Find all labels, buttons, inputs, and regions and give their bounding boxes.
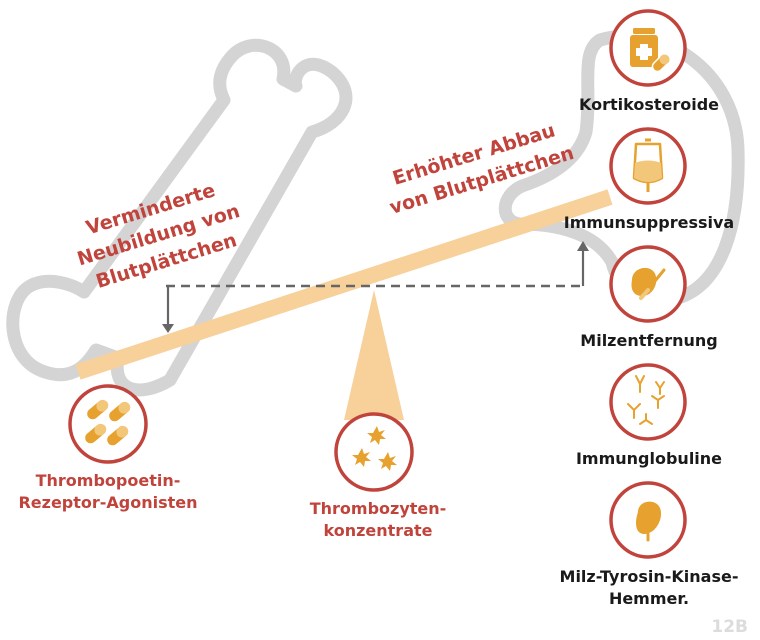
medicine-bottle-icon bbox=[630, 28, 671, 73]
right-treatment-5-label-line1: Milz-Tyrosin-Kinase- bbox=[560, 567, 739, 586]
left-treatment: Thrombopoetin- Rezeptor-Agonisten bbox=[18, 384, 198, 512]
right-treatment-2: Immunsuppressiva bbox=[564, 127, 734, 232]
right-treatment-5: Milz-Tyrosin-Kinase- Hemmer. bbox=[560, 481, 739, 608]
center-treatment-label-line1: Thrombozyten- bbox=[310, 499, 447, 518]
right-treatment-3: Milzentfernung bbox=[580, 245, 718, 350]
bone-outline bbox=[6, 38, 353, 397]
left-treatment-label-line1: Thrombopoetin- bbox=[36, 471, 181, 490]
center-treatment: Thrombozyten- konzentrate bbox=[310, 412, 447, 540]
right-treatment-5-label-line2: Hemmer. bbox=[609, 589, 689, 608]
right-caption: Erhöhter Abbau von Blutplättchen bbox=[387, 119, 577, 219]
spleen-scalpel-icon bbox=[631, 267, 666, 300]
left-treatment-label-line2: Rezeptor-Agonisten bbox=[18, 493, 197, 512]
spleen-icon bbox=[636, 501, 662, 542]
right-treatment-4-label: Immunglobuline bbox=[576, 449, 722, 468]
seesaw-beam bbox=[75, 189, 613, 380]
up-arrow-icon bbox=[577, 241, 589, 251]
center-treatment-label-line2: konzentrate bbox=[324, 521, 433, 540]
antibodies-icon bbox=[627, 375, 665, 425]
down-arrow-icon bbox=[162, 324, 174, 333]
right-treatment-4: Immunglobuline bbox=[576, 363, 722, 468]
infusion-bag-icon bbox=[632, 138, 664, 192]
platelets-icon bbox=[352, 426, 397, 471]
right-treatment-3-label: Milzentfernung bbox=[580, 331, 717, 350]
right-treatment-1-label: Kortikosteroide bbox=[579, 95, 719, 114]
organ-outline bbox=[498, 29, 745, 308]
capsules-icon bbox=[85, 399, 131, 446]
figure-tag: 12B bbox=[711, 617, 748, 637]
right-treatment-2-label: Immunsuppressiva bbox=[564, 213, 734, 232]
seesaw-fulcrum bbox=[344, 290, 404, 420]
right-treatment-1: Kortikosteroide bbox=[579, 9, 719, 114]
